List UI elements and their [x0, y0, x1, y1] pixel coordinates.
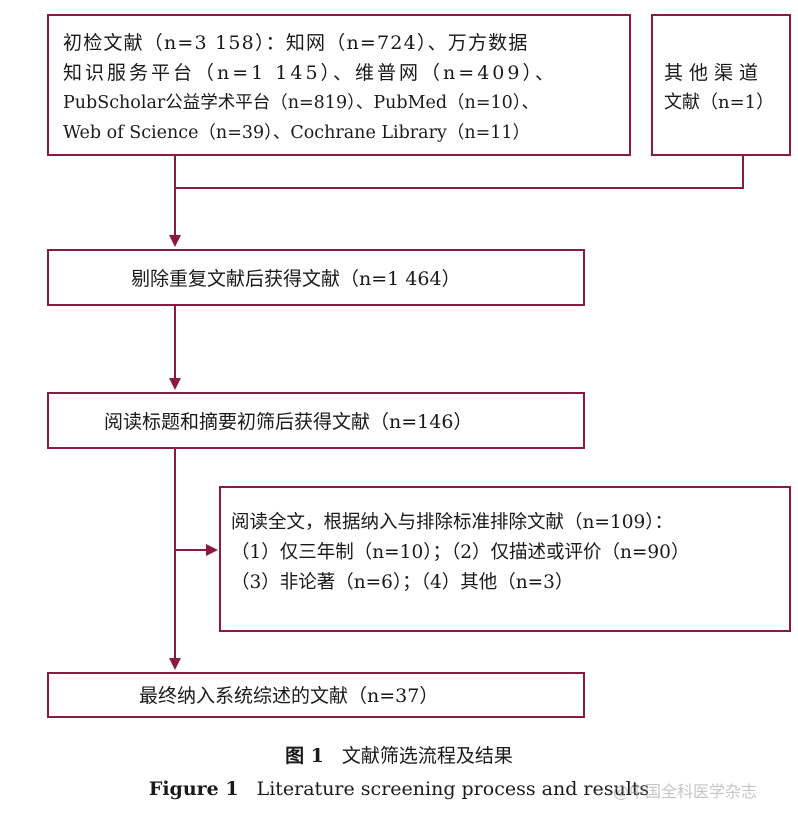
final-included-box: 最终纳入系统综述的文献（n=37） [47, 672, 585, 718]
initial-search-line-4: Web of Science（n=39）、Cochrane Library（n=… [63, 123, 531, 143]
other-sources-line-2: 文献（n=1） [664, 92, 775, 113]
initial-search-line-1: 初检文献（n=3 158）：知网（n=724）、万方数据 [63, 32, 529, 54]
other-sources-line-1: 其他渠道 [664, 62, 765, 84]
caption-english: Figure 1 Literature screening process and… [0, 778, 798, 800]
after-dedup-box: 剔除重复文献后获得文献（n=1 464） [47, 249, 585, 306]
caption-chinese-label: 图 1 [285, 745, 324, 767]
other-sources-box: 其他渠道 文献（n=1） [651, 14, 791, 156]
excluded-fulltext-line-1: 阅读全文，根据纳入与排除标准排除文献（n=109）： [231, 512, 673, 533]
caption-english-label: Figure 1 [148, 778, 239, 800]
caption-chinese: 图 1 文献筛选流程及结果 [0, 741, 798, 768]
final-included-text: 最终纳入系统综述的文献（n=37） [139, 685, 439, 707]
caption-english-title: Literature screening process and results [256, 778, 650, 800]
excluded-fulltext-line-2: （1）仅三年制（n=10）；（2）仅描述或评价（n=90） [231, 542, 690, 563]
after-title-abstract-text: 阅读标题和摘要初筛后获得文献（n=146） [104, 411, 473, 433]
excluded-fulltext-box: 阅读全文，根据纳入与排除标准排除文献（n=109）： （1）仅三年制（n=10）… [219, 486, 791, 632]
initial-search-line-2: 知识服务平台（n=1 145）、维普网（n=409）、 [63, 62, 557, 84]
initial-search-line-3: PubScholar公益学术平台（n=819）、PubMed（n=10）、 [63, 93, 540, 113]
caption-chinese-title: 文献筛选流程及结果 [341, 745, 513, 767]
initial-search-box: 初检文献（n=3 158）：知网（n=724）、万方数据 知识服务平台（n=1 … [47, 14, 631, 156]
watermark-text: @中国全科医学杂志 [613, 782, 758, 801]
after-title-abstract-box: 阅读标题和摘要初筛后获得文献（n=146） [47, 392, 585, 449]
after-dedup-text: 剔除重复文献后获得文献（n=1 464） [131, 268, 461, 290]
excluded-fulltext-line-3: （3）非论著（n=6）；（4）其他（n=3） [231, 572, 574, 593]
watermark: @中国全科医学杂志 [613, 778, 757, 802]
